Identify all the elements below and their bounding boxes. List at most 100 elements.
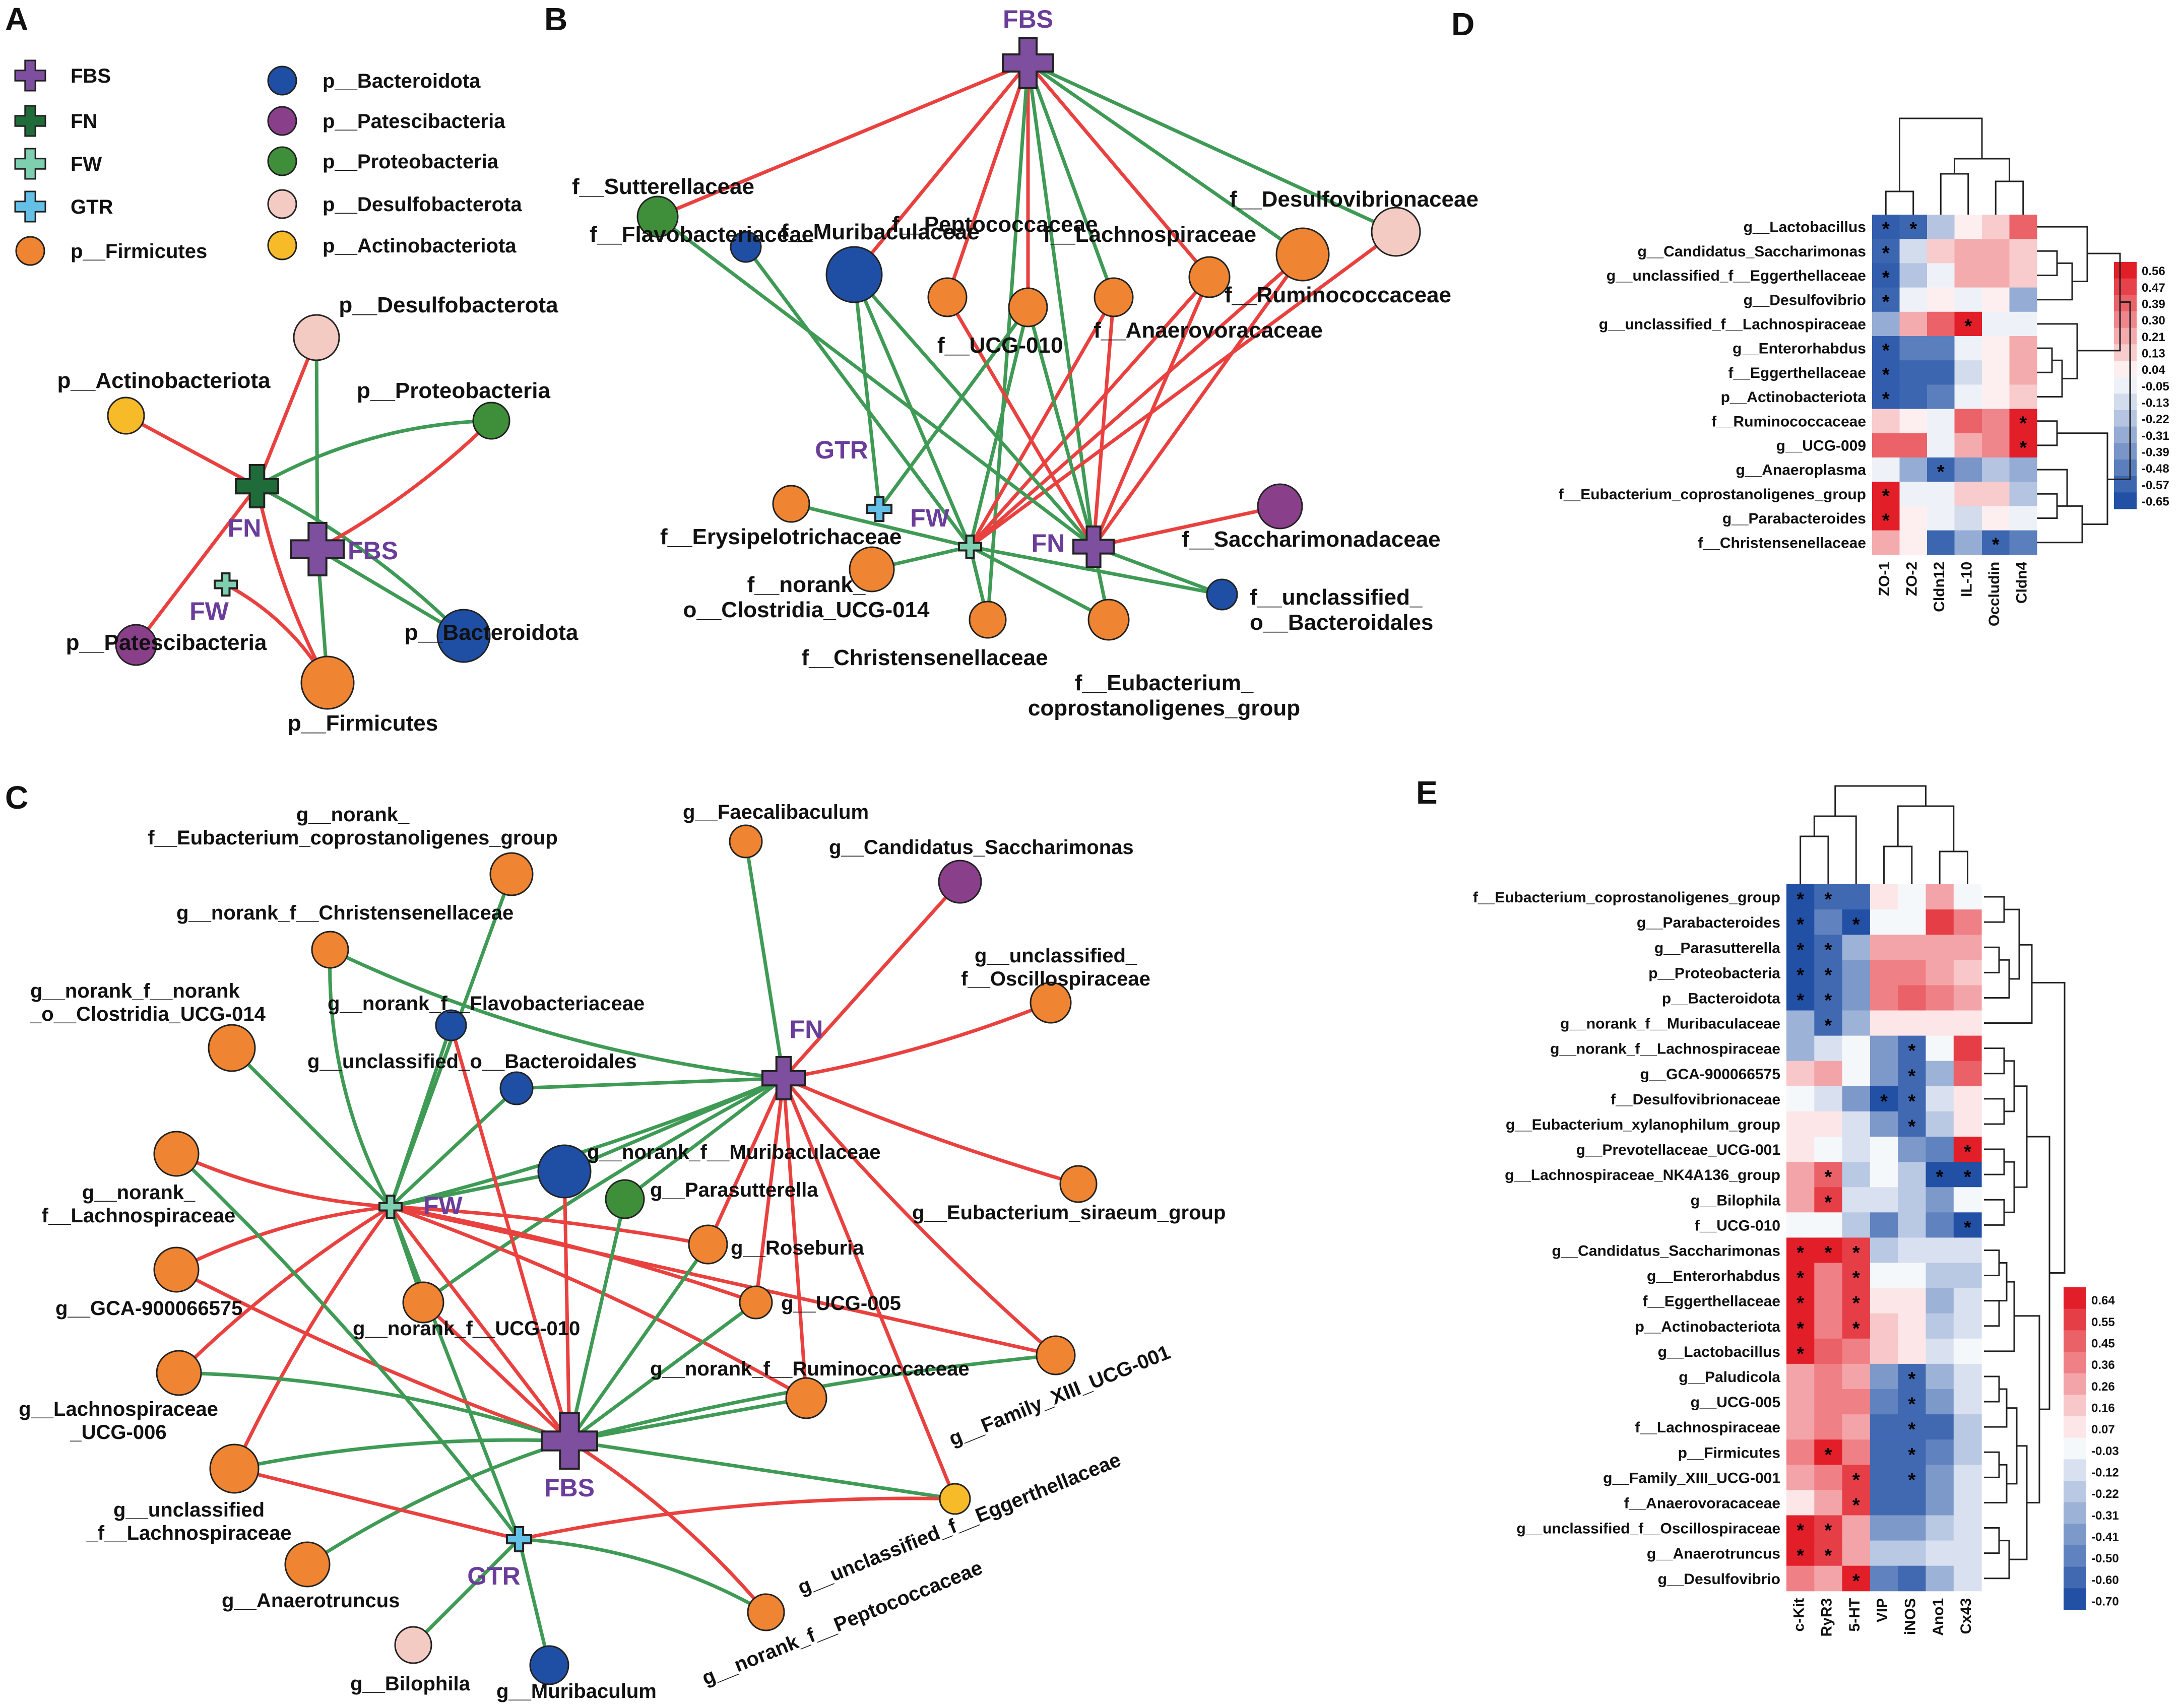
heatmap-cell — [1786, 1490, 1815, 1516]
color-scale-label: 0.07 — [2091, 1423, 2115, 1436]
color-scale-swatch — [2114, 327, 2137, 345]
heatmap-row-label: f__Christensenellaceae — [1698, 535, 1866, 551]
heatmap-cell — [1842, 1565, 1871, 1592]
significance-star: * — [1797, 1293, 1804, 1314]
color-scale-label: 0.45 — [2091, 1337, 2115, 1350]
node-label-unclb: f__unclassified_o__Bacteroidales — [1250, 585, 1433, 635]
heatmap-cell — [1814, 935, 1843, 960]
edge-FN-desulfo — [255, 336, 318, 488]
heatmap-cell — [1842, 884, 1871, 910]
treatment-FW-icon — [214, 572, 238, 597]
heatmap-cell — [1926, 1035, 1954, 1062]
heatmap-cell — [1927, 409, 1955, 434]
color-scale-swatch — [2114, 295, 2137, 312]
heatmap-row-label: f__Lachnospiraceae — [1635, 1419, 1780, 1436]
color-scale-label: -0.39 — [2142, 445, 2169, 459]
color-scale-label: -0.31 — [2142, 429, 2169, 443]
heatmap-cell — [1926, 1414, 1954, 1440]
heatmap-cell — [1870, 1212, 1898, 1238]
heatmap-cell — [1842, 1212, 1871, 1238]
edge-FBS-pepto — [945, 61, 1030, 299]
node-label-nrumino: g__norank_f__Ruminococcaceae — [650, 1358, 970, 1380]
row-dendrogram-branch — [1984, 1249, 2000, 1277]
network-panel-c: g__Faecalibaculumg__norank_f__Eubacteriu… — [19, 801, 1226, 1702]
color-scale-swatch — [2064, 1566, 2086, 1589]
heatmap-cell — [1898, 884, 1926, 910]
heatmap-cell — [1842, 1162, 1871, 1188]
panel-letter-c: C — [5, 779, 28, 816]
treatment-label-FW: FW — [910, 504, 950, 532]
edge-FW-anaero — [968, 275, 1211, 549]
heatmap-cell — [1954, 287, 1982, 312]
column-dendrogram-branch — [1800, 835, 1829, 884]
heatmap-cell — [1954, 215, 1982, 239]
color-scale-swatch — [2114, 426, 2137, 443]
color-scale-label: -0.31 — [2091, 1509, 2119, 1523]
significance-star: * — [1825, 1545, 1832, 1566]
heatmap-cell — [1842, 1490, 1871, 1516]
edge-FBS-rumino — [1026, 61, 1305, 256]
node-label-nlachno: g__norank_f__Lachnospiraceae — [42, 1181, 236, 1227]
heatmap-cell — [1842, 1389, 1871, 1415]
heatmap-cell — [1870, 960, 1898, 986]
heatmap-cell — [1953, 1237, 1982, 1263]
edge-FBS-nucg010 — [421, 1300, 571, 1443]
heatmap-col-label: Cldn12 — [1931, 562, 1948, 612]
color-scale-label: -0.13 — [2142, 396, 2169, 410]
heatmap-cell — [1927, 263, 1955, 288]
edge-FBS-ucg005 — [567, 1300, 758, 1443]
heatmap-cell — [1926, 1010, 1954, 1036]
heatmap-cell — [1898, 1061, 1926, 1087]
edge-FW-nchrist — [328, 948, 393, 1209]
heatmap-cell — [1899, 457, 1928, 482]
edge-FBS-anaerot — [305, 1439, 571, 1566]
node-label-anaerot: g__Anaerotruncus — [222, 1590, 400, 1612]
node-christ — [969, 601, 1007, 639]
color-scale-swatch — [2114, 278, 2137, 295]
heatmap-cell — [1982, 530, 2010, 555]
color-scale-label: -0.41 — [2091, 1530, 2119, 1544]
heatmap-cell — [1872, 311, 1900, 337]
significance-star: * — [1852, 1318, 1860, 1339]
treatment-label-FBS: FBS — [544, 1474, 595, 1502]
heatmap-col-label: iNOS — [1902, 1598, 1918, 1635]
heatmap-row-label: g__unclassified_f__Lachnospiraceae — [1599, 316, 1866, 333]
node-label-sutter-line: f__Sutterellaceae — [572, 174, 754, 199]
heatmap-cell — [1842, 960, 1871, 986]
node-lachno — [1094, 277, 1134, 317]
row-dendrogram-branch — [1984, 896, 2005, 923]
heatmap-cell — [1842, 1035, 1871, 1062]
edge-GTR-uegg — [517, 1496, 957, 1541]
heatmap-row-label: f__Desulfovibrionaceae — [1611, 1091, 1780, 1108]
node-label-bacter-line: p__Bacteroidota — [405, 620, 579, 645]
heatmap-cell — [1786, 1288, 1815, 1314]
node-label-erysi-line: f__Erysipelotrichaceae — [660, 524, 902, 549]
heatmap-row-label: p__Proteobacteria — [1648, 965, 1780, 981]
heatmap-row-label: g__norank_f__Muribaculaceae — [1560, 1016, 1780, 1032]
node-npepto — [747, 1593, 785, 1631]
heatmap-cell — [1842, 1263, 1871, 1289]
node-label-desulfo-line: p__Desulfobacterota — [339, 293, 558, 317]
color-scale-label: 0.56 — [2142, 265, 2165, 278]
heatmap-cell — [2009, 530, 2037, 555]
heatmap-cell — [1982, 482, 2010, 506]
row-dendrogram-branch — [2037, 493, 2058, 519]
heatmap-row-label: g__Parabacteroides — [1722, 510, 1866, 527]
heatmap-cell — [1954, 384, 1982, 410]
heatmap-cell — [1786, 1212, 1815, 1238]
heatmap-cell — [1870, 1263, 1898, 1289]
node-label-rumino-line: f__Ruminococcaceae — [1225, 283, 1451, 307]
heatmap-cell — [1786, 935, 1815, 960]
edge-FBS-rosebu — [567, 1242, 710, 1443]
legend-cross-icon — [14, 105, 46, 137]
heatmap-cell — [1926, 1187, 1954, 1213]
column-dendrogram-branch — [1885, 190, 1914, 215]
significance-star: * — [1908, 1040, 1915, 1062]
edge-FW-nclos — [230, 1046, 393, 1209]
legend-label: p__Desulfobacterota — [323, 193, 522, 216]
legend-label: p__Proteobacteria — [323, 151, 499, 173]
edges — [174, 839, 1080, 1667]
node-nflavo — [435, 1009, 467, 1041]
